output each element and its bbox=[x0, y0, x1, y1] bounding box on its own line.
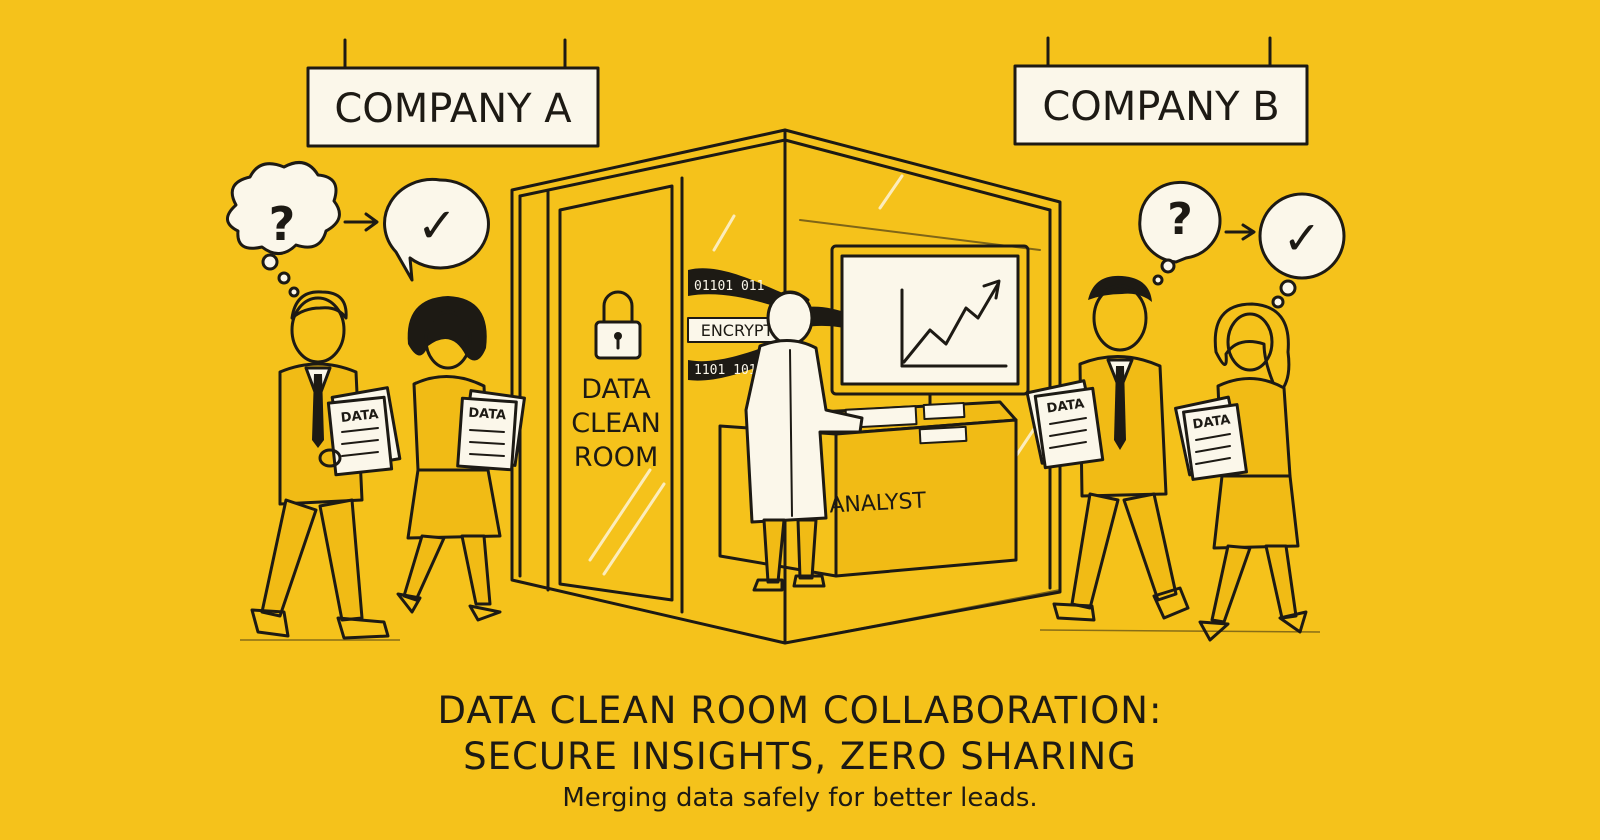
company-b-man: DATA bbox=[1025, 275, 1190, 622]
checkmark-icon: ✓ bbox=[1283, 211, 1322, 265]
company-a-label: COMPANY A bbox=[334, 86, 572, 132]
document-stack: DATA bbox=[1174, 395, 1248, 481]
company-b-sign: COMPANY B bbox=[1013, 36, 1309, 146]
question-mark-icon: ? bbox=[269, 197, 296, 251]
company-a-woman: DATA bbox=[396, 296, 526, 622]
question-mark-icon: ? bbox=[1167, 194, 1193, 245]
svg-text:CLEAN: CLEAN bbox=[571, 408, 661, 439]
document-label: DATA bbox=[1192, 412, 1231, 432]
company-a-man: DATA bbox=[250, 290, 402, 640]
svg-text:DATA: DATA bbox=[581, 374, 651, 405]
caption-subtitle: Merging data safely for better leads. bbox=[562, 783, 1038, 813]
document-stack: DATA bbox=[456, 389, 526, 472]
binary-text: 1101 101 bbox=[694, 363, 757, 378]
arrow-icon bbox=[343, 212, 379, 232]
encrypt-label: ENCRYPT bbox=[701, 321, 774, 340]
analyst-figure bbox=[744, 290, 864, 592]
checkmark-icon: ✓ bbox=[417, 198, 457, 254]
company-a-thought: ? ✓ bbox=[226, 161, 490, 298]
padlock-icon bbox=[594, 290, 642, 360]
caption-title-line-1: DATA CLEAN ROOM COLLABORATION: bbox=[437, 689, 1163, 732]
svg-text:ROOM: ROOM bbox=[574, 442, 659, 473]
document-stack: DATA bbox=[326, 386, 402, 477]
company-a-sign: COMPANY A bbox=[306, 38, 600, 148]
document-stack: DATA bbox=[1025, 379, 1105, 470]
ground-lines bbox=[240, 629, 1321, 641]
arrow-icon bbox=[1224, 223, 1256, 241]
company-b-thought: ? ✓ bbox=[1138, 180, 1346, 309]
caption-title: DATA CLEAN ROOM COLLABORATION: SECURE IN… bbox=[0, 688, 1600, 780]
binary-text: 01101 011 bbox=[694, 279, 764, 294]
document-label: DATA bbox=[1046, 396, 1085, 416]
caption-title-line-2: SECURE INSIGHTS, ZERO SHARING bbox=[463, 735, 1137, 778]
company-b-label: COMPANY B bbox=[1042, 84, 1279, 130]
rising-chart-icon bbox=[900, 279, 1008, 368]
data-clean-room-label: DATA CLEAN ROOM bbox=[571, 374, 661, 473]
document-label: DATA bbox=[468, 406, 507, 424]
company-b-woman: DATA bbox=[1174, 302, 1308, 642]
document-label: DATA bbox=[340, 407, 379, 426]
monitor bbox=[830, 244, 1030, 406]
analyst-label: ANALYST bbox=[829, 488, 927, 518]
